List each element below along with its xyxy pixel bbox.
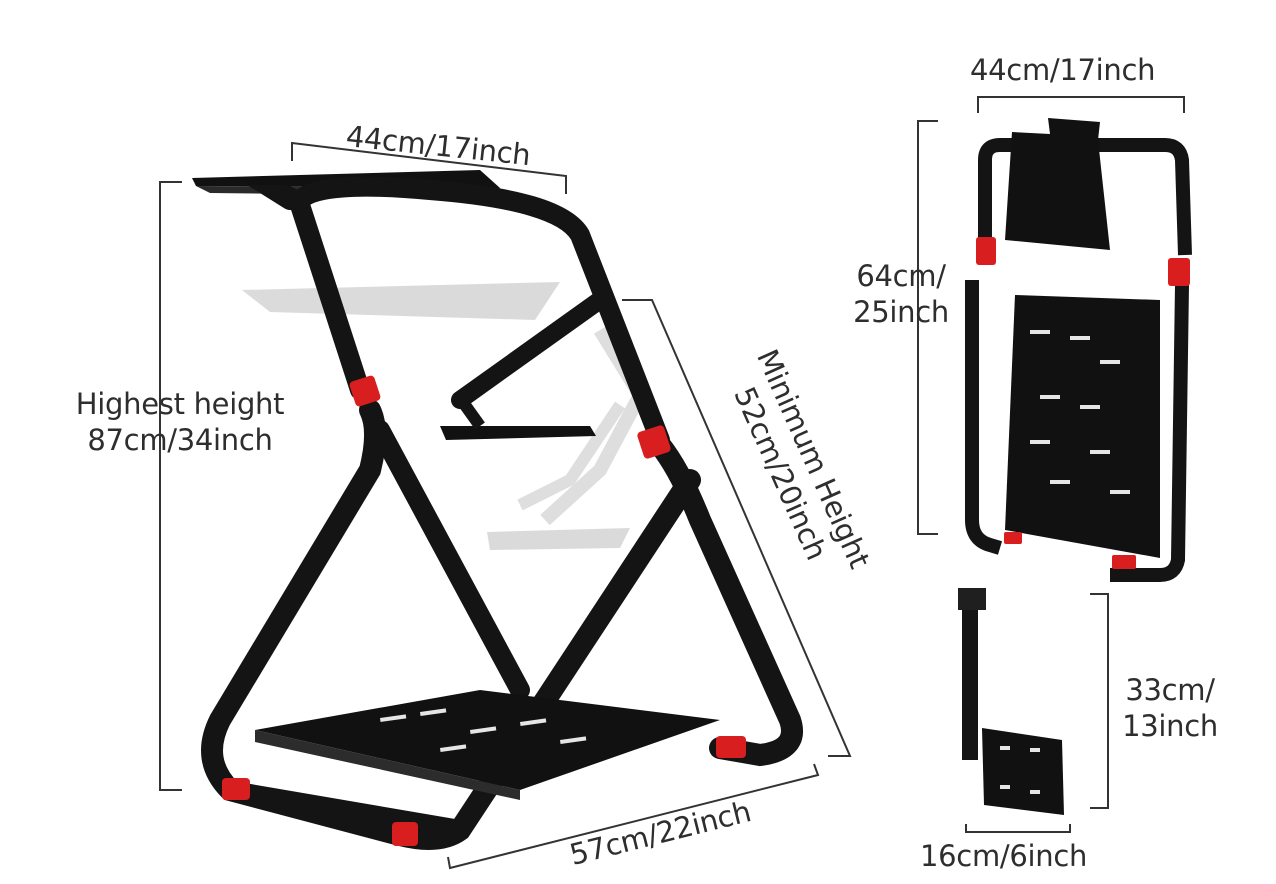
folded-height-line1: 64cm/: [856, 259, 946, 293]
highest-height-dimension-line: [159, 181, 182, 791]
dimension-lines: [159, 96, 1185, 870]
highest-height-line1: Highest height: [75, 387, 285, 421]
folded-wheel-stand: [965, 118, 1192, 582]
highest-height-label: Highest height 87cm/34inch: [60, 386, 300, 458]
folded-width-dimension-line: [977, 96, 1185, 113]
depth-dimension-line: [447, 763, 820, 870]
bracket-width-dimension-line: [965, 824, 1071, 833]
bracket-height-dimension-line: [1090, 593, 1109, 809]
folded-height-label: 64cm/ 25inch: [846, 258, 956, 330]
folded-height-line2: 25inch: [853, 295, 949, 329]
folded-width-label: 44cm/17inch: [970, 53, 1156, 87]
minimum-height-dimension-line: [622, 299, 852, 757]
shifter-mount-bracket: [958, 588, 1064, 815]
bracket-height-line2: 13inch: [1122, 709, 1218, 743]
bracket-height-label: 33cm/ 13inch: [1112, 672, 1228, 744]
bracket-width-label: 16cm/6inch: [920, 839, 1088, 873]
folded-height-dimension-line: [917, 120, 938, 535]
highest-height-line2: 87cm/34inch: [87, 423, 273, 457]
top-width-dimension-line: [291, 141, 567, 194]
main-wheel-stand: [192, 170, 803, 850]
bracket-height-line1: 33cm/: [1125, 673, 1215, 707]
